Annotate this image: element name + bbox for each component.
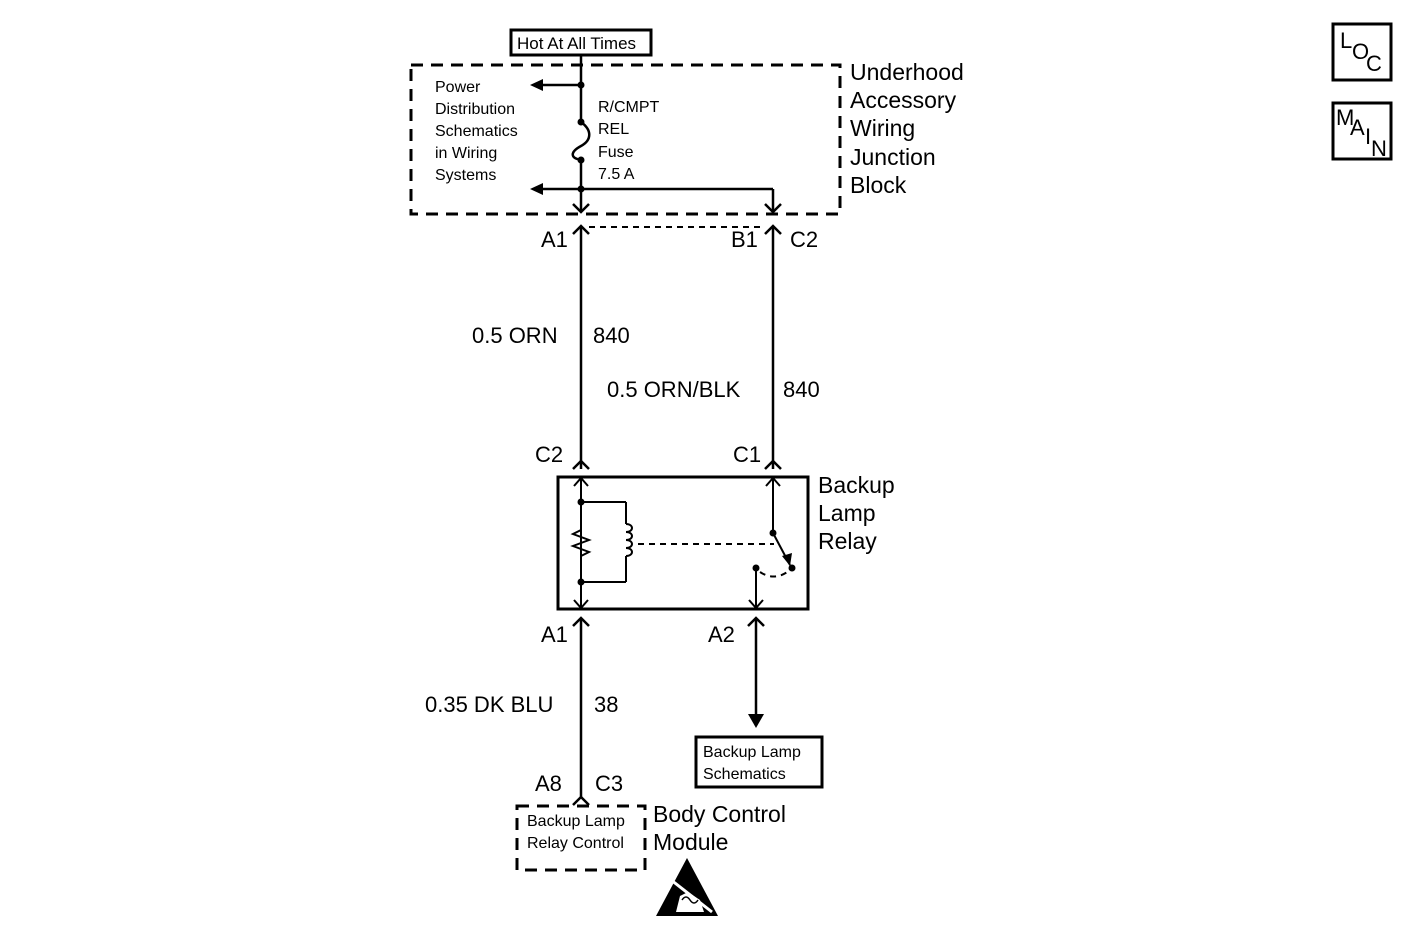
arrow-left-icon — [530, 79, 543, 91]
junction-block-name: Underhood Accessory Wiring Junction Bloc… — [850, 59, 964, 198]
svg-text:Schematics: Schematics — [703, 766, 786, 783]
svg-text:I: I — [1365, 124, 1371, 149]
fuse-circuit — [530, 55, 782, 214]
bcm-connector: A8 C3 — [535, 771, 623, 806]
circuit-38: 0.35 DK BLU 38 — [425, 618, 618, 798]
svg-text:Underhood: Underhood — [850, 59, 964, 85]
connector-pin-icon — [764, 203, 782, 214]
arrow-down-icon — [748, 714, 764, 728]
svg-text:R/CMPT: R/CMPT — [598, 99, 660, 116]
svg-text:840: 840 — [783, 377, 820, 402]
svg-text:Module: Module — [653, 829, 728, 855]
relay-top-connectors: C2 C1 — [535, 442, 782, 470]
circuit-840-left: 0.5 ORN 840 — [472, 227, 630, 469]
svg-text:C3: C3 — [595, 771, 623, 796]
loc-button[interactable]: L O C — [1331, 22, 1393, 82]
svg-text:38: 38 — [594, 692, 618, 717]
svg-text:Lamp: Lamp — [818, 500, 876, 526]
svg-text:0.5 ORN/BLK: 0.5 ORN/BLK — [607, 377, 741, 402]
svg-text:Relay: Relay — [818, 528, 877, 554]
svg-text:Body Control: Body Control — [653, 801, 786, 827]
connector-socket-icon — [572, 224, 590, 235]
power-distribution-reference[interactable]: Power Distribution Schematics in Wiring … — [435, 79, 518, 184]
svg-text:Systems: Systems — [435, 167, 496, 184]
backup-lamp-relay[interactable] — [556, 475, 810, 611]
svg-text:N: N — [1371, 136, 1387, 161]
bcm-name: Body Control Module — [653, 801, 786, 855]
resistor-icon — [570, 529, 592, 557]
svg-text:0.35 DK BLU: 0.35 DK BLU — [425, 692, 553, 717]
svg-text:O: O — [1352, 39, 1369, 64]
svg-text:A2: A2 — [708, 622, 735, 647]
svg-text:A8: A8 — [535, 771, 562, 796]
relay-name: Backup Lamp Relay — [818, 472, 895, 554]
backup-lamp-schematics-ref[interactable]: Backup Lamp Schematics — [694, 735, 824, 789]
svg-text:B1: B1 — [731, 227, 758, 252]
svg-text:A1: A1 — [541, 227, 568, 252]
main-button[interactable]: M A I N — [1331, 101, 1393, 161]
backup-lamp-feed — [748, 618, 764, 728]
svg-text:Block: Block — [850, 172, 907, 198]
svg-text:Power: Power — [435, 79, 481, 96]
coil-icon — [625, 523, 633, 557]
connector-pin-icon — [572, 203, 590, 214]
svg-text:Backup Lamp: Backup Lamp — [527, 813, 625, 830]
svg-text:M: M — [1336, 105, 1354, 130]
junction-block-outline — [409, 63, 842, 216]
relay-bottom-connectors: A1 A2 — [541, 616, 765, 647]
svg-text:Junction: Junction — [850, 144, 936, 170]
power-source-label: Hot At All Times — [517, 34, 636, 53]
svg-text:Backup Lamp: Backup Lamp — [703, 744, 801, 761]
svg-text:C: C — [1366, 51, 1382, 76]
body-control-module[interactable]: Backup Lamp Relay Control — [515, 804, 647, 872]
svg-text:C1: C1 — [733, 442, 761, 467]
fuse-label: R/CMPT REL Fuse 7.5 A — [598, 99, 660, 183]
svg-text:Backup: Backup — [818, 472, 895, 498]
svg-text:0.5 ORN: 0.5 ORN — [472, 323, 558, 348]
fuse-icon — [571, 120, 591, 162]
svg-text:Wiring: Wiring — [850, 115, 915, 141]
junction-connectors: A1 B1 C2 — [541, 224, 818, 252]
svg-text:C2: C2 — [535, 442, 563, 467]
svg-text:Fuse: Fuse — [598, 144, 634, 161]
svg-text:Accessory: Accessory — [850, 87, 957, 113]
svg-text:840: 840 — [593, 323, 630, 348]
svg-text:in Wiring: in Wiring — [435, 145, 497, 162]
arrow-left-icon — [530, 183, 543, 195]
svg-text:REL: REL — [598, 121, 629, 138]
svg-text:7.5 A: 7.5 A — [598, 166, 635, 183]
connector-socket-icon — [764, 224, 782, 235]
svg-text:Schematics: Schematics — [435, 123, 518, 140]
svg-text:L: L — [1340, 28, 1352, 53]
svg-text:C2: C2 — [790, 227, 818, 252]
power-source-box[interactable]: Hot At All Times — [509, 28, 653, 57]
svg-text:A: A — [1350, 115, 1365, 140]
esd-warning-icon — [656, 858, 718, 916]
circuit-840-right: 0.5 ORN/BLK 840 — [607, 227, 820, 469]
svg-text:Distribution: Distribution — [435, 101, 515, 118]
svg-text:Relay Control: Relay Control — [527, 835, 624, 852]
svg-text:A1: A1 — [541, 622, 568, 647]
